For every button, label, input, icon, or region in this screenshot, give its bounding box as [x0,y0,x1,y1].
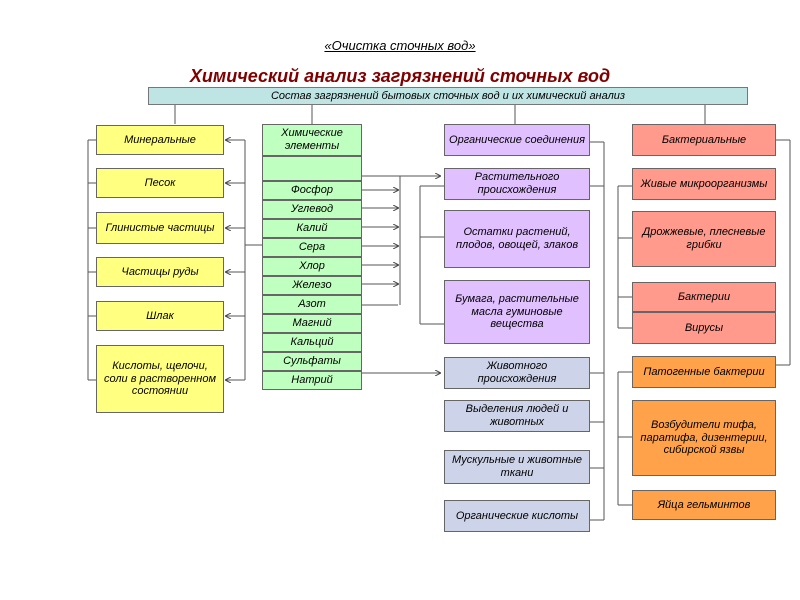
bacterial-item: Бактерии [632,282,776,312]
organic-animal-item: Органические кислоты [444,500,590,532]
chemical-item: Азот [262,295,362,314]
organic-plant-item: Остатки растений, плодов, овощей, злаков [444,210,590,268]
chemical-item: Хлор [262,257,362,276]
chemical-header: Химические элементы [262,124,362,156]
chemical-item: Магний [262,314,362,333]
page-title: Химический анализ загрязнений сточных во… [189,66,611,86]
chemical-item: Калий [262,219,362,238]
bacterial-item: Дрожжевые, плесневые грибки [632,211,776,267]
chemical-empty [262,156,362,181]
chemical-item: Углевод [262,200,362,219]
bacterial-item: Вирусы [632,312,776,344]
organic-plant: Растительного происхождения [444,168,590,200]
organic-animal-item: Мускульные и животные ткани [444,450,590,484]
mineral-header: Минеральные [96,125,224,155]
bacterial-header: Бактериальные [632,124,776,156]
chemical-item: Фосфор [262,181,362,200]
mineral-item: Кислоты, щелочи, соли в растворенном сос… [96,345,224,413]
mineral-item: Глинистые частицы [96,212,224,244]
composition-bar: Состав загрязнений бытовых сточных вод и… [148,87,748,105]
bacterial-item: Живые микроорганизмы [632,168,776,200]
chemical-item: Железо [262,276,362,295]
mineral-item: Песок [96,168,224,198]
chemical-item: Сера [262,238,362,257]
subtitle: «Очистка сточных вод» [324,38,476,53]
organic-animal: Животного происхождения [444,357,590,389]
mineral-item: Частицы руды [96,257,224,287]
organic-plant-item: Бумага, растительные масла гуминовые вещ… [444,280,590,344]
mineral-item: Шлак [96,301,224,331]
organic-header: Органические соединения [444,124,590,156]
pathogen-item: Возбудители тифа, паратифа, дизентерии, … [632,400,776,476]
organic-animal-item: Выделения людей и животных [444,400,590,432]
chemical-item: Сульфаты [262,352,362,371]
pathogen-item: Яйца гельминтов [632,490,776,520]
pathogen-header: Патогенные бактерии [632,356,776,388]
chemical-item: Кальций [262,333,362,352]
chemical-item: Натрий [262,371,362,390]
